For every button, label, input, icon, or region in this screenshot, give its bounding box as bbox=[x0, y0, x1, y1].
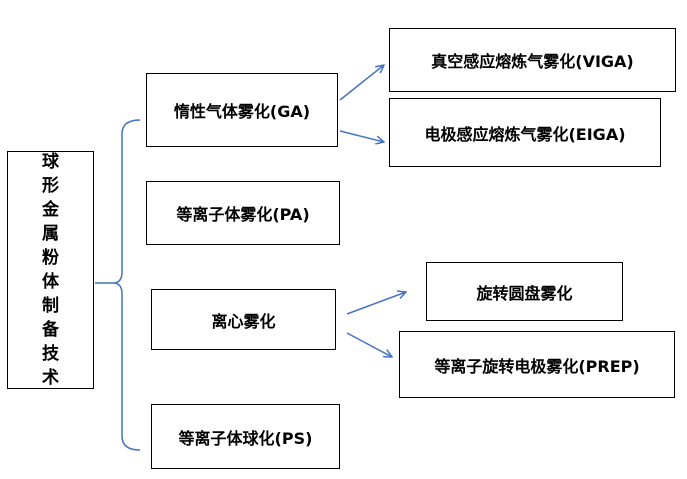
sub-method-box-viga: 真空感应熔炼气雾化(VIGA) bbox=[389, 28, 676, 92]
sub-method-label-prep: 等离子旋转电极雾化(PREP) bbox=[434, 356, 640, 376]
method-label-ga: 惰性气体雾化(GA) bbox=[173, 102, 311, 121]
root-char: 备 bbox=[42, 320, 59, 340]
method-box-pa: 等离子体雾化(PA) bbox=[146, 181, 340, 245]
method-box-centrifugal: 离心雾化 bbox=[151, 289, 336, 350]
sub-method-label-rotating-disk: 旋转圆盘雾化 bbox=[476, 283, 573, 303]
method-label-centrifugal: 离心雾化 bbox=[211, 311, 276, 331]
arrow-ga-to-eiga bbox=[339, 130, 384, 142]
root-box: 球 形 金 属 粉 体 制 备 技 术 bbox=[7, 151, 94, 389]
root-char: 粉 bbox=[42, 248, 59, 268]
method-label-ps: 等离子体球化(PS) bbox=[178, 428, 313, 448]
root-char: 球 bbox=[42, 152, 59, 172]
method-box-ps: 等离子体球化(PS) bbox=[151, 404, 340, 469]
sub-method-box-prep: 等离子旋转电极雾化(PREP) bbox=[399, 331, 675, 398]
root-char: 形 bbox=[42, 176, 59, 196]
curly-bracket bbox=[112, 119, 141, 451]
sub-method-box-rotating-disk: 旋转圆盘雾化 bbox=[426, 262, 623, 321]
arrow-centrifugal-to-rotating-disk bbox=[346, 292, 406, 315]
root-char: 技 bbox=[42, 344, 59, 364]
arrow-ga-to-viga bbox=[339, 65, 384, 101]
sub-method-label-eiga: 电极感应熔炼气雾化(EIGA) bbox=[424, 124, 626, 144]
root-char: 制 bbox=[42, 296, 59, 316]
arrow-centrifugal-to-prep bbox=[346, 332, 392, 357]
root-char: 属 bbox=[42, 224, 59, 244]
root-char: 金 bbox=[42, 200, 59, 220]
method-label-pa: 等离子体雾化(PA) bbox=[176, 205, 310, 224]
sub-method-label-viga: 真空感应熔炼气雾化(VIGA) bbox=[431, 52, 634, 71]
root-char: 术 bbox=[42, 368, 59, 388]
root-char: 体 bbox=[42, 272, 59, 292]
method-box-ga: 惰性气体雾化(GA) bbox=[146, 73, 338, 147]
sub-method-box-eiga: 电极感应熔炼气雾化(EIGA) bbox=[389, 98, 661, 167]
